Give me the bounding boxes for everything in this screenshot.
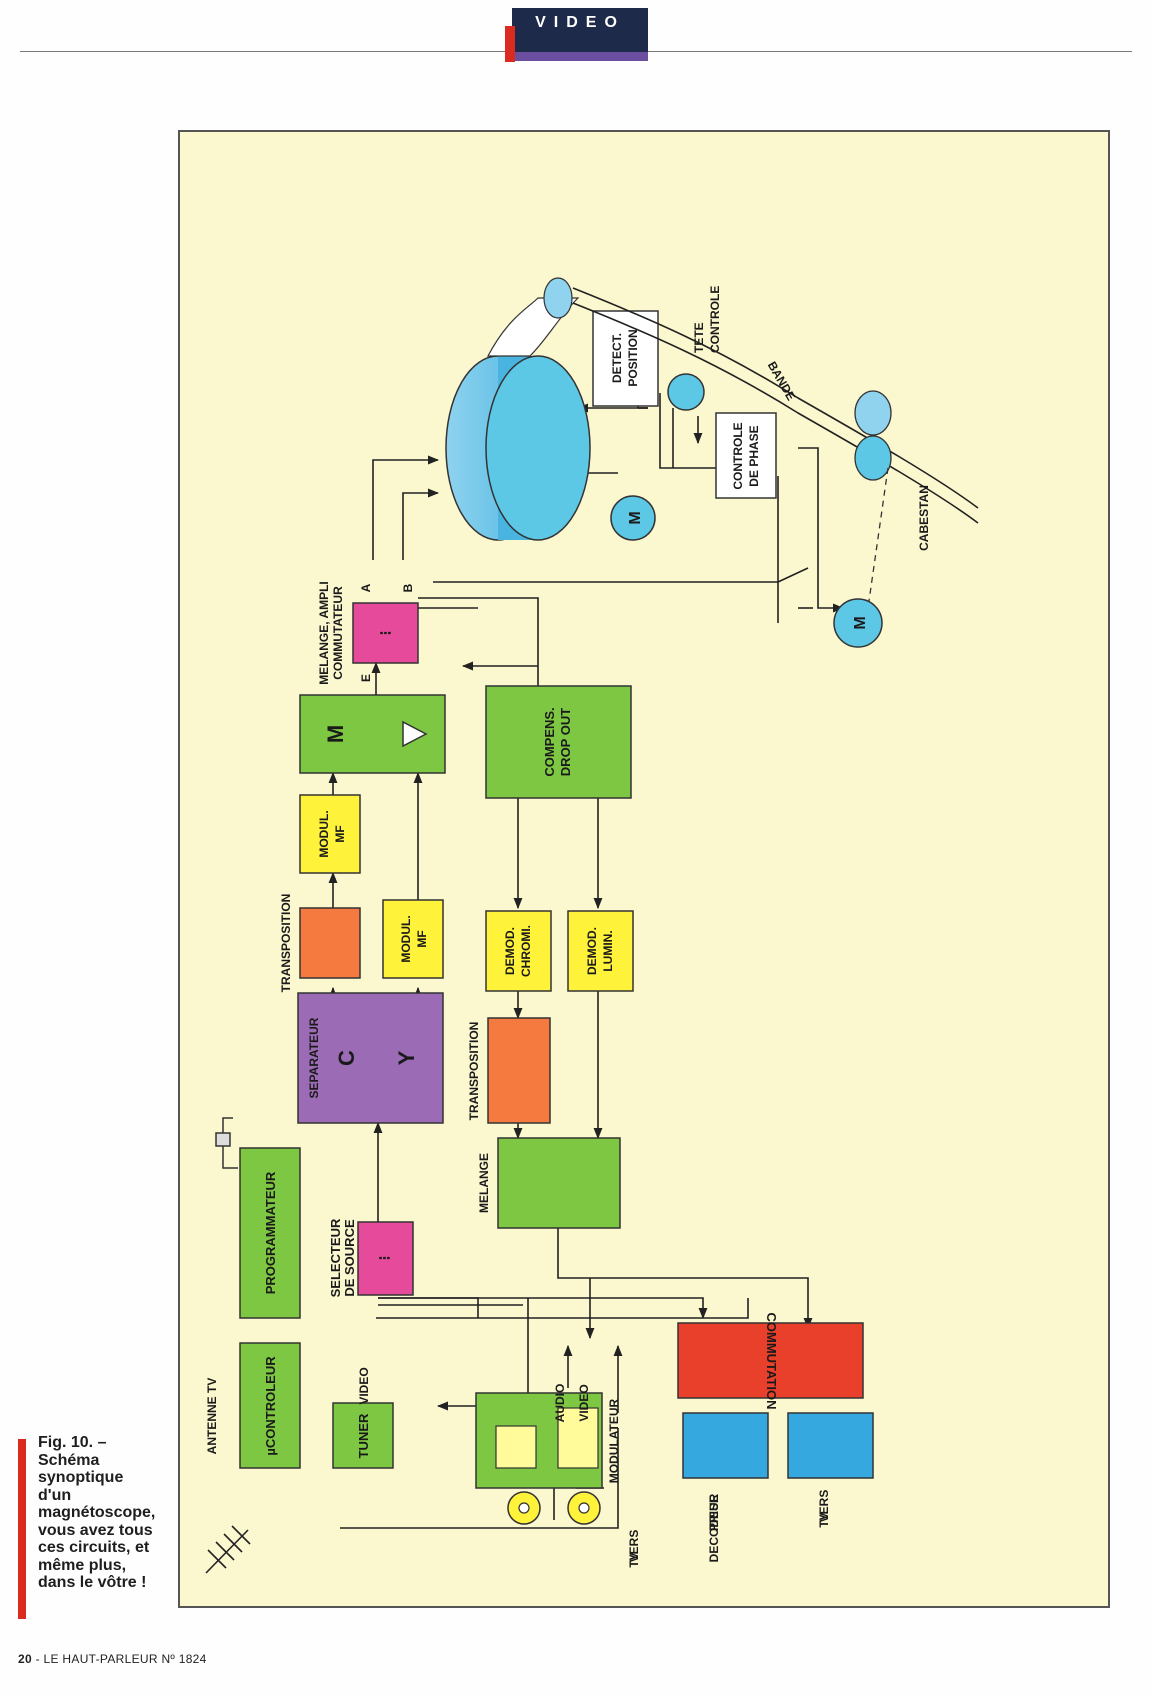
ucontroleur-label: µCONTROLEUR <box>263 1356 278 1456</box>
demod-chromi-block <box>485 910 552 992</box>
capstan-roller-icon <box>854 390 892 481</box>
selecteur-switch-glyph: ⁝ <box>377 1255 394 1260</box>
prise-decodeur-label-1: PRISE <box>707 1495 721 1531</box>
programmateur-label: PROGRAMMATEUR <box>263 1171 278 1294</box>
modulateur-oscillator-box <box>495 1425 537 1469</box>
modulateur-mixer-box <box>557 1407 599 1469</box>
compens-drop-out-block <box>485 685 632 799</box>
modul-mf-top-label-1: MODUL. <box>317 810 331 857</box>
demod-chromi-label-2: CHROMI. <box>519 925 533 977</box>
compens-label-1: COMPENS. <box>542 707 557 776</box>
transposition-label-top: TRANSPOSITION <box>279 894 293 993</box>
port-a-label: A <box>359 583 373 592</box>
melange-ampli-commutateur-block[interactable] <box>352 602 419 664</box>
tete-controle-head-icon <box>667 373 705 411</box>
compens-label-2: DROP OUT <box>558 708 573 776</box>
vers-tv-block-label-1: VERS <box>817 1490 831 1523</box>
programmateur-block <box>239 1147 301 1319</box>
block-diagram: µCONTROLEUR PROGRAMMATEUR TUNER ⁝ SELECT… <box>178 130 1110 1608</box>
blocks: µCONTROLEUR PROGRAMMATEUR TUNER ⁝ SELECT… <box>205 277 979 1574</box>
figure-caption: Fig. 10. – Schéma synoptique d'un magnét… <box>38 1434 156 1591</box>
capstan-motor-icon <box>833 598 883 648</box>
commutateur-switch-glyph: ⁝ <box>378 630 395 635</box>
controle-de-phase-block <box>715 412 777 499</box>
tuner-block <box>332 1402 394 1469</box>
controle-label-2: DE PHASE <box>747 425 761 486</box>
separateur-label: SEPARATEUR <box>307 1017 321 1098</box>
modul-mf-bottom-label-1: MODUL. <box>399 915 413 962</box>
tape-guide-roller-icon <box>543 277 573 319</box>
ucontroleur-block <box>239 1342 301 1469</box>
antenna-input-connector-pin-icon <box>518 1502 530 1514</box>
selecteur-label-2: DE SOURCE <box>342 1219 357 1297</box>
detect-position-block <box>592 310 659 407</box>
video-head-drum <box>445 297 591 541</box>
antenna-icon <box>205 1525 251 1574</box>
tuner-label: TUNER <box>356 1413 371 1458</box>
signal-lines <box>328 393 845 1529</box>
prise-decodeur-label-2: DECODEUR <box>707 1493 721 1562</box>
antenne-tv-label: ANTENNE TV <box>205 1378 219 1455</box>
page-footer: 20 - LE HAUT-PARLEUR Nº 1824 <box>18 1652 207 1666</box>
separateur-y-label: Y <box>394 1050 419 1065</box>
transposition-block-bottom <box>487 1017 551 1124</box>
melange-ampli-label-2: COMMUTATEUR <box>331 586 345 680</box>
section-tab-accent-purple <box>515 52 648 61</box>
section-tab-accent-red <box>505 26 515 62</box>
transposition-block-top <box>299 907 361 979</box>
port-b-label: B <box>401 583 415 592</box>
page-number: 20 <box>18 1652 32 1666</box>
landscape-diagram: µCONTROLEUR PROGRAMMATEUR TUNER ⁝ SELECT… <box>205 277 979 1574</box>
vers-tv-block <box>787 1412 874 1479</box>
drum-motor-icon <box>610 495 656 541</box>
tv-output-connector-pin-icon <box>578 1502 590 1514</box>
vers-tv-connector-label-2: TV <box>627 1552 641 1567</box>
quartz-crystal-icon <box>215 1117 238 1169</box>
detect-label-1: DETECT. <box>610 333 624 383</box>
melange-ampli-label-1: MELANGE, AMPLI <box>317 581 331 685</box>
demod-chromi-label-1: DEMOD. <box>503 927 517 975</box>
prise-decodeur-block <box>682 1412 769 1479</box>
transposition-label-bottom: TRANSPOSITION <box>467 1022 481 1121</box>
modul-mf-top-label-2: MF <box>333 825 347 842</box>
audio-label: AUDIO <box>553 1384 567 1423</box>
drum-motor-label: M <box>627 511 644 524</box>
tete-label-2: CONTROLE <box>708 286 722 353</box>
demod-lumin-label-2: LUMIN. <box>601 930 615 971</box>
demod-lumin-label-1: DEMOD. <box>585 927 599 975</box>
capstan-motor-label: M <box>852 616 869 629</box>
modul-mf-block-top <box>299 794 361 874</box>
melange-block <box>497 1137 621 1229</box>
section-tab <box>512 8 648 56</box>
footer-publication: - LE HAUT-PARLEUR Nº 1824 <box>31 1652 207 1666</box>
figure-panel: µCONTROLEUR PROGRAMMATEUR TUNER ⁝ SELECT… <box>178 130 1110 1613</box>
tape-path <box>572 287 979 524</box>
capstan-shaft-line <box>867 467 889 609</box>
caption-accent-bar <box>18 1439 26 1619</box>
video-label-modulateur: VIDEO <box>577 1384 591 1421</box>
commutation-label: COMMUTATION <box>764 1313 779 1410</box>
mixer-m-block <box>299 694 446 774</box>
commutation-block <box>677 1322 864 1399</box>
modulateur-label: MODULATEUR <box>607 1398 621 1483</box>
separateur-block <box>297 992 444 1124</box>
amplifier-triangle-icon <box>402 720 428 748</box>
tete-label-1: TETE <box>692 322 706 353</box>
selecteur-de-source-block[interactable] <box>357 1221 414 1296</box>
demod-lumin-block <box>567 910 634 992</box>
melange-label: MELANGE <box>477 1153 491 1213</box>
selecteur-label-1: SELECTEUR <box>328 1218 343 1297</box>
vers-tv-connector-label-1: VERS <box>627 1530 641 1563</box>
vers-tv-block-label-2: TV <box>817 1512 831 1527</box>
mixer-m-label: M <box>323 725 348 743</box>
section-title: VIDEO <box>535 14 625 31</box>
controle-label-1: CONTROLE <box>731 422 745 489</box>
port-e-label: E <box>359 674 373 682</box>
video-label-tuner: VIDEO <box>357 1367 371 1404</box>
modul-mf-bottom-label-2: MF <box>415 930 429 947</box>
separateur-c-label: C <box>334 1050 359 1066</box>
modul-mf-block-bottom <box>382 899 444 979</box>
cabestan-label: CABESTAN <box>917 485 931 551</box>
detect-label-2: POSITION <box>626 329 640 386</box>
